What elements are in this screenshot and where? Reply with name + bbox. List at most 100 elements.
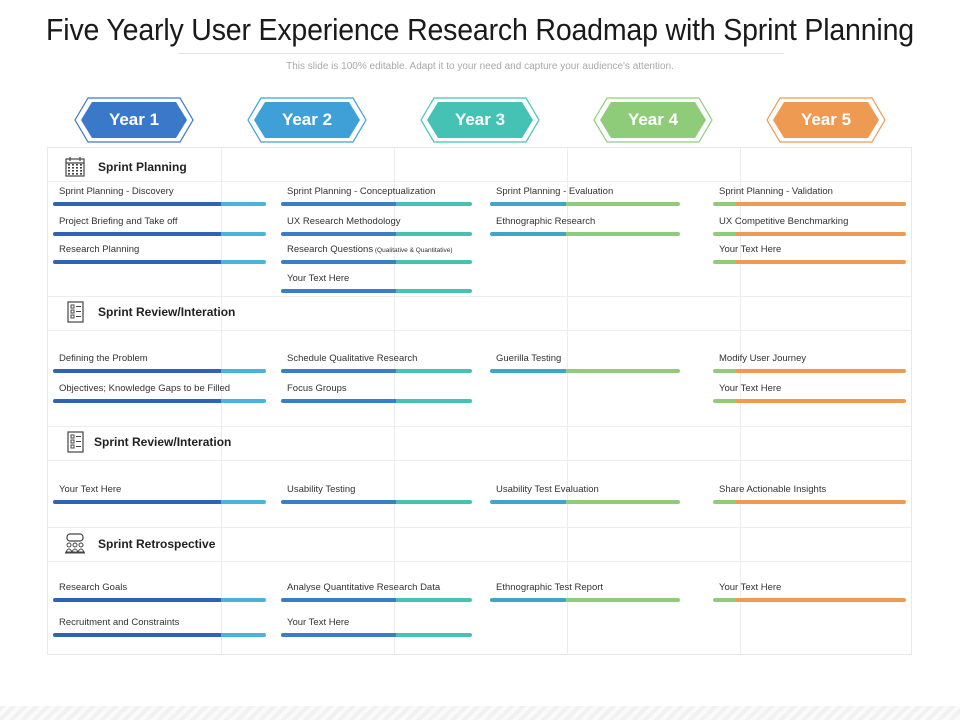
year-3-banner: Year 3: [420, 97, 540, 143]
grid-line: [48, 296, 911, 297]
roadmap-item-label: Objectives; Knowledge Gaps to be Filled: [59, 383, 231, 394]
roadmap-item-label: Usability Testing: [287, 484, 356, 495]
roadmap-item-label: Sprint Planning - Evaluation: [496, 186, 614, 197]
roadmap-item: Usability Testing: [281, 484, 472, 506]
roadmap-item: Analyse Quantitative Research Data: [281, 582, 472, 604]
roadmap-item-label: Research Questions (Qualitative & Quanti…: [287, 244, 453, 255]
roadmap-item: Ethnographic Test Report: [490, 582, 680, 604]
roadmap-item-bar: [53, 232, 266, 236]
section-title: Sprint Retrospective: [98, 537, 216, 551]
grid-line: [48, 527, 911, 528]
section-title: Sprint Review/Interation: [98, 305, 236, 319]
roadmap-item: Sprint Planning - Evaluation: [490, 186, 680, 208]
roadmap-item: Your Text Here: [713, 582, 906, 604]
roadmap-item-bar: [713, 232, 906, 236]
page-subtitle: This slide is 100% editable. Adapt it to…: [286, 61, 674, 72]
roadmap-item: Focus Groups: [281, 383, 472, 405]
roadmap-item: Your Text Here: [281, 273, 472, 295]
roadmap-item-bar: [53, 633, 266, 637]
roadmap-item: Project Briefing and Take off: [53, 216, 266, 238]
year-4-banner: Year 4: [593, 97, 713, 143]
roadmap-item-bar: [281, 369, 472, 373]
roadmap-item-bar: [53, 399, 266, 403]
year-1-banner: Year 1: [74, 97, 194, 143]
grid-line: [48, 181, 911, 182]
grid-line: [48, 330, 911, 331]
roadmap-item-label: Share Actionable Insights: [719, 484, 827, 495]
year-label: Year 1: [108, 110, 160, 129]
roadmap-item-bar: [53, 369, 266, 373]
roadmap-item-bar: [490, 369, 680, 373]
roadmap-item-label: Schedule Qualitative Research: [287, 353, 418, 364]
roadmap-item-bar: [281, 260, 472, 264]
roadmap-item-label: Analyse Quantitative Research Data: [287, 582, 441, 593]
roadmap-item-bar: [713, 500, 906, 504]
roadmap-item: Share Actionable Insights: [713, 484, 906, 506]
roadmap-item: Ethnographic Research: [490, 216, 680, 238]
roadmap-item: Sprint Planning - Discovery: [53, 186, 266, 208]
roadmap-item: Modify User Journey: [713, 353, 906, 375]
roadmap-item: Sprint Planning - Validation: [713, 186, 906, 208]
roadmap-item-bar: [53, 202, 266, 206]
roadmap-item-label: Your Text Here: [719, 244, 782, 255]
roadmap-item-note: (Qualitative & Quantitative): [373, 247, 453, 254]
roadmap-item-label: Your Text Here: [719, 582, 782, 593]
roadmap-item-label: Your Text Here: [287, 617, 350, 628]
roadmap-item-label: UX Research Methodology: [287, 216, 401, 227]
roadmap-item-label: Project Briefing and Take off: [59, 216, 178, 227]
section-title: Sprint Planning: [98, 160, 187, 174]
roadmap-item-bar: [281, 598, 472, 602]
roadmap-item-bar: [713, 202, 906, 206]
roadmap-item-bar: [53, 260, 266, 264]
section-header: Sprint Planning: [64, 157, 187, 177]
roadmap-item-label: Recruitment and Constraints: [59, 617, 180, 628]
roadmap-item: Research Questions (Qualitative & Quanti…: [281, 244, 472, 266]
roadmap-item: Your Text Here: [713, 244, 906, 266]
grid-line: [48, 561, 911, 562]
roadmap-item-bar: [281, 399, 472, 403]
year-2-banner: Year 2: [247, 97, 367, 143]
roadmap-item: Schedule Qualitative Research: [281, 353, 472, 375]
roadmap-item-bar: [713, 399, 906, 403]
roadmap-item: Objectives; Knowledge Gaps to be Filled: [53, 383, 266, 405]
roadmap-item-label: Sprint Planning - Discovery: [59, 186, 174, 197]
roadmap-item-bar: [490, 598, 680, 602]
roadmap-item-bar: [281, 500, 472, 504]
year-label: Year 3: [454, 110, 506, 129]
roadmap-item-bar: [281, 232, 472, 236]
roadmap-item: Research Planning: [53, 244, 266, 266]
roadmap-item-label: Research Planning: [59, 244, 140, 255]
checklist-icon: [64, 301, 86, 323]
roadmap-item-label: Sprint Planning - Validation: [719, 186, 833, 197]
roadmap-item-bar: [490, 500, 680, 504]
roadmap-item-bar: [53, 598, 266, 602]
footer-stripe: [0, 706, 960, 720]
roadmap-item-label: Sprint Planning - Conceptualization: [287, 186, 436, 197]
checklist-icon: [64, 431, 86, 453]
section-header: Sprint Retrospective: [64, 533, 216, 555]
roadmap-item-bar: [713, 598, 906, 602]
roadmap-item-label: Defining the Problem: [59, 353, 148, 364]
section-title: Sprint Review/Interation: [94, 435, 232, 449]
year-label: Year 4: [627, 110, 679, 129]
calendar-icon: [64, 156, 86, 178]
year-label: Year 2: [281, 110, 333, 129]
roadmap-item-label: UX Competitive Benchmarking: [719, 216, 849, 227]
roadmap-item-label: Your Text Here: [719, 383, 782, 394]
roadmap-item-label: Focus Groups: [287, 383, 347, 394]
grid-line: [48, 460, 911, 461]
roadmap-item-label: Guerilla Testing: [496, 353, 562, 364]
roadmap-item-bar: [281, 202, 472, 206]
roadmap-item: Research Goals: [53, 582, 266, 604]
roadmap-item-label: Research Goals: [59, 582, 128, 593]
roadmap-item: UX Research Methodology: [281, 216, 472, 238]
section-header: Sprint Review/Interation: [64, 431, 232, 453]
roadmap-item-bar: [490, 202, 680, 206]
team-icon: [64, 533, 86, 555]
roadmap-item-label: Ethnographic Test Report: [496, 582, 604, 593]
roadmap-item-bar: [713, 260, 906, 264]
roadmap-item-bar: [53, 500, 266, 504]
roadmap-item-label: Usability Test Evaluation: [496, 484, 599, 495]
roadmap-item-label: Your Text Here: [287, 273, 350, 284]
roadmap-item-label: Your Text Here: [59, 484, 122, 495]
